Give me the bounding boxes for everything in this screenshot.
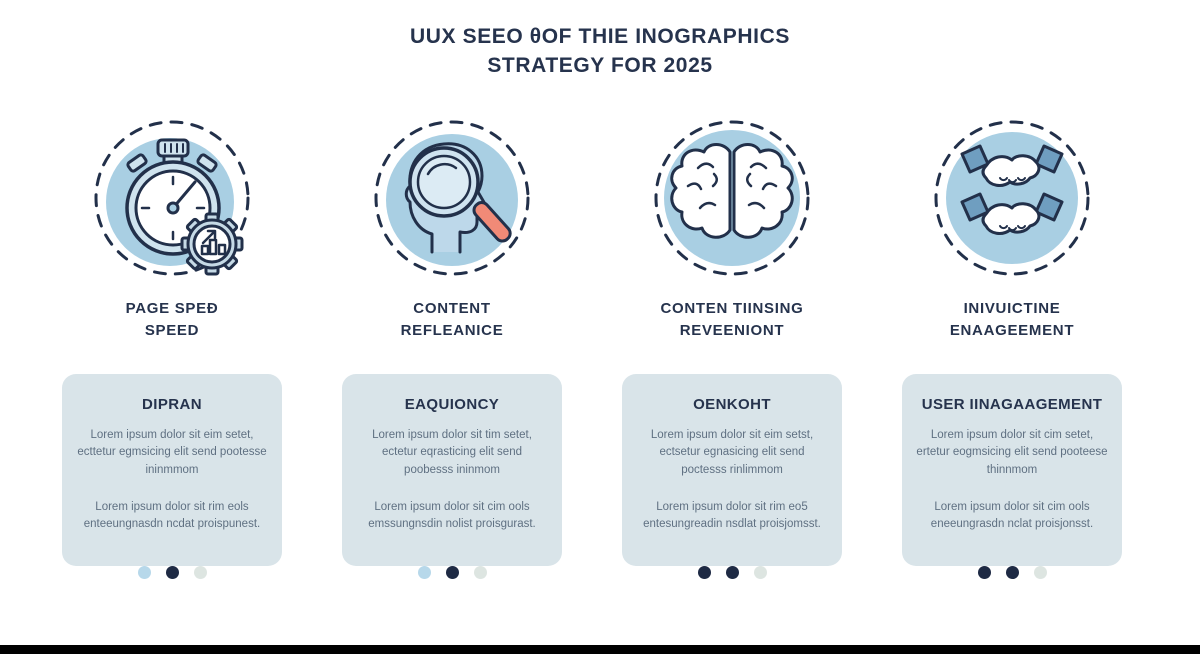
card-paragraph: Lorem ipsum dolor sit rim eo5 entesungre… bbox=[643, 500, 821, 530]
carousel-dot[interactable] bbox=[417, 566, 431, 579]
card-content-tuning: OENKOHT Lorem ipsum dolor sit eim setst,… bbox=[622, 374, 842, 566]
brain-icon bbox=[652, 118, 812, 278]
carousel-dot[interactable] bbox=[725, 566, 739, 579]
card-paragraph: Lorem ipsum dolor sit eim setet, ecttetu… bbox=[77, 429, 267, 476]
card-engagement: USER IINAGAAGEMENT Lorem ipsum dolor sit… bbox=[902, 374, 1122, 566]
carousel-dots bbox=[322, 566, 582, 579]
heading-content-relevance: CONTENT REFLEANICE bbox=[312, 298, 592, 342]
carousel-dot[interactable] bbox=[753, 566, 767, 579]
carousel-dot[interactable] bbox=[165, 566, 179, 579]
carousel-dot[interactable] bbox=[697, 566, 711, 579]
heading-line2: REFLEANICE bbox=[400, 322, 504, 339]
carousel-dot[interactable] bbox=[193, 566, 207, 579]
stopwatch-analytics-icon bbox=[92, 118, 252, 278]
column-content-tuning: CONTEN TIINSING REVEENIONT OENKOHT Lorem… bbox=[602, 0, 862, 654]
carousel-dot[interactable] bbox=[1005, 566, 1019, 579]
head-search-icon bbox=[372, 118, 532, 278]
heading-line2: SPEED bbox=[144, 322, 200, 339]
bottom-black-bar bbox=[0, 645, 1200, 654]
page-title-line2: STRATEGY FOR 2025 bbox=[487, 54, 713, 77]
heading-page-speed: PAGE SPEÐ SPEED bbox=[32, 298, 312, 342]
heading-line1: PAGE SPEÐ bbox=[125, 300, 219, 317]
card-title: USER IINAGAAGEMENT bbox=[921, 396, 1103, 413]
carousel-dot[interactable] bbox=[1033, 566, 1047, 579]
heading-line2: REVEENIONT bbox=[679, 322, 785, 339]
page-title-line1: UUX SEEO θOF THIE INOGRAPHICS bbox=[410, 25, 790, 48]
card-paragraph: Lorem ipsum dolor sit cim ools eneeungra… bbox=[930, 500, 1094, 530]
card-paragraph: Lorem ipsum dolor sit tim setet, ectetur… bbox=[372, 429, 532, 476]
card-content-relevance: EAQUIONCY Lorem ipsum dolor sit tim sete… bbox=[342, 374, 562, 566]
carousel-dot[interactable] bbox=[473, 566, 487, 579]
page-title: UUX SEEO θOF THIE INOGRAPHICS STRATEGY F… bbox=[0, 22, 1200, 80]
handshake-icon bbox=[932, 118, 1092, 278]
heading-content-tuning: CONTEN TIINSING REVEENIONT bbox=[592, 298, 872, 342]
column-engagement: INIVUICTINE ENAAGEEMENT USER IINAGAAGEME… bbox=[882, 0, 1142, 654]
column-page-speed: PAGE SPEÐ SPEED DIPRAN Lorem ipsum dolor… bbox=[42, 0, 302, 654]
heading-engagement: INIVUICTINE ENAAGEEMENT bbox=[872, 298, 1152, 342]
carousel-dots bbox=[882, 566, 1142, 579]
heading-line1: CONTEN TIINSING bbox=[660, 300, 804, 317]
card-page-speed: DIPRAN Lorem ipsum dolor sit eim setet, … bbox=[62, 374, 282, 566]
column-content-relevance: CONTENT REFLEANICE EAQUIONCY Lorem ipsum… bbox=[322, 0, 582, 654]
card-paragraph: Lorem ipsum dolor sit eim setst, ectsetu… bbox=[650, 429, 814, 476]
card-title: OENKOHT bbox=[693, 396, 771, 413]
carousel-dot[interactable] bbox=[137, 566, 151, 579]
carousel-dot[interactable] bbox=[977, 566, 991, 579]
carousel-dots bbox=[42, 566, 302, 579]
heading-line1: INIVUICTINE bbox=[963, 300, 1061, 317]
card-paragraph: Lorem ipsum dolor sit cim setet, ertetur… bbox=[916, 429, 1108, 476]
carousel-dot[interactable] bbox=[445, 566, 459, 579]
card-paragraph: Lorem ipsum dolor sit rim eols enteeungn… bbox=[83, 500, 261, 530]
heading-line1: CONTENT bbox=[413, 300, 491, 317]
card-title: DIPRAN bbox=[142, 396, 202, 413]
heading-line2: ENAAGEEMENT bbox=[949, 322, 1075, 339]
card-title: EAQUIONCY bbox=[404, 396, 500, 413]
carousel-dots bbox=[602, 566, 862, 579]
card-paragraph: Lorem ipsum dolor sit cim ools emssungns… bbox=[368, 500, 536, 530]
